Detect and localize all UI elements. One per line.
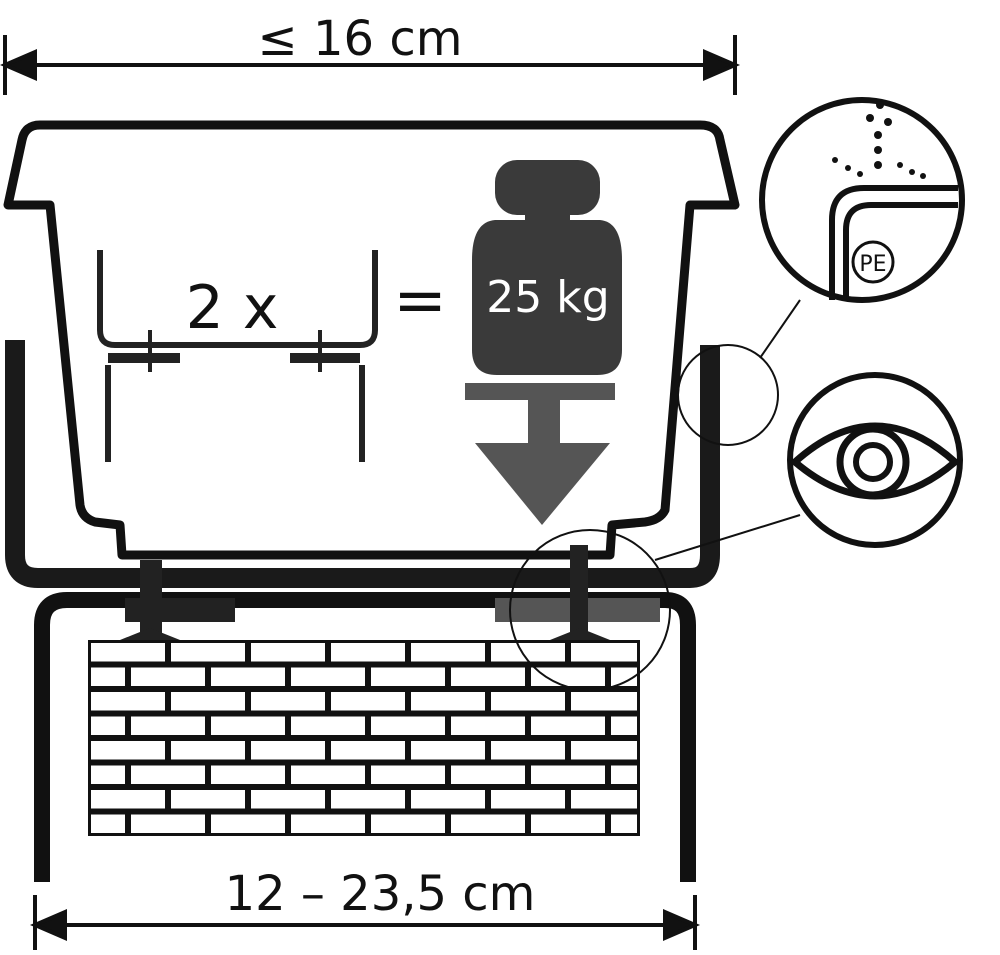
brick bbox=[91, 716, 125, 735]
brick bbox=[211, 765, 285, 784]
brick bbox=[571, 790, 637, 809]
arrowhead-left-icon bbox=[0, 48, 37, 82]
weight-label: 25 kg bbox=[486, 272, 609, 323]
brick bbox=[291, 667, 365, 686]
brick bbox=[171, 790, 245, 809]
pe-badge bbox=[851, 240, 895, 284]
brick bbox=[91, 765, 125, 784]
bottom-width-label: 12 – 23,5 cm bbox=[225, 866, 536, 922]
brick bbox=[411, 790, 485, 809]
eye-icon bbox=[787, 372, 963, 548]
brick bbox=[91, 692, 165, 711]
brick bbox=[531, 765, 605, 784]
brick bbox=[531, 667, 605, 686]
detail-marker-bolt bbox=[509, 529, 671, 691]
brick bbox=[171, 741, 245, 760]
brick bbox=[211, 716, 285, 735]
brick bbox=[91, 643, 165, 662]
brick bbox=[91, 667, 125, 686]
brick bbox=[451, 667, 525, 686]
brick bbox=[131, 814, 205, 833]
brick bbox=[251, 692, 325, 711]
arrowhead-left-icon bbox=[29, 908, 67, 942]
brick bbox=[411, 692, 485, 711]
detail-marker-edge bbox=[677, 344, 779, 446]
brick bbox=[91, 814, 125, 833]
bolt-right bbox=[570, 545, 588, 640]
brick bbox=[531, 716, 605, 735]
brick bbox=[91, 741, 165, 760]
brick bbox=[411, 741, 485, 760]
brick bbox=[611, 765, 637, 784]
brick bbox=[131, 716, 205, 735]
bottom-dimension bbox=[29, 895, 701, 950]
brick bbox=[291, 814, 365, 833]
wall-outline bbox=[34, 592, 696, 882]
brick bbox=[371, 667, 445, 686]
pe-coating-detail: PE bbox=[759, 97, 965, 303]
brick bbox=[371, 765, 445, 784]
brick bbox=[611, 667, 637, 686]
brick bbox=[371, 716, 445, 735]
brick bbox=[131, 765, 205, 784]
force-arrow-icon bbox=[465, 383, 615, 525]
brick bbox=[371, 814, 445, 833]
callout-lines bbox=[509, 299, 801, 691]
material-label: PE bbox=[859, 252, 886, 277]
brick bbox=[451, 814, 525, 833]
top-width-label: ≤ 16 cm bbox=[258, 11, 463, 67]
brick bbox=[251, 643, 325, 662]
brick bbox=[291, 716, 365, 735]
brick bbox=[451, 716, 525, 735]
brick bbox=[171, 643, 245, 662]
brick bbox=[331, 790, 405, 809]
brick bbox=[531, 814, 605, 833]
brick bbox=[451, 765, 525, 784]
equals-sign: = bbox=[393, 264, 447, 338]
brick bbox=[131, 667, 205, 686]
brick bbox=[91, 790, 165, 809]
bracket-pair-icon bbox=[97, 250, 378, 462]
brick bbox=[331, 692, 405, 711]
brick bbox=[291, 765, 365, 784]
brick bbox=[251, 741, 325, 760]
brick bbox=[611, 814, 637, 833]
count-label: 2 x bbox=[186, 273, 279, 343]
brick bbox=[491, 643, 565, 662]
brick bbox=[211, 814, 285, 833]
brick bbox=[251, 790, 325, 809]
brick bbox=[331, 643, 405, 662]
bolt-left bbox=[140, 560, 162, 640]
brick bbox=[411, 643, 485, 662]
brick bbox=[211, 667, 285, 686]
arrowhead-right-icon bbox=[703, 48, 741, 82]
brick bbox=[491, 692, 565, 711]
arrowhead-right-icon bbox=[663, 908, 701, 942]
brick bbox=[571, 741, 637, 760]
top-dimension bbox=[0, 35, 741, 95]
brick bbox=[331, 741, 405, 760]
weight-icon bbox=[472, 160, 622, 375]
brick bbox=[571, 692, 637, 711]
brick bbox=[611, 716, 637, 735]
brick bbox=[491, 741, 565, 760]
brick bbox=[491, 790, 565, 809]
brick-wall bbox=[88, 640, 640, 836]
mounting-bracket bbox=[5, 340, 720, 588]
brick bbox=[571, 643, 637, 662]
water-drops-icon bbox=[832, 101, 926, 179]
brick bbox=[171, 692, 245, 711]
